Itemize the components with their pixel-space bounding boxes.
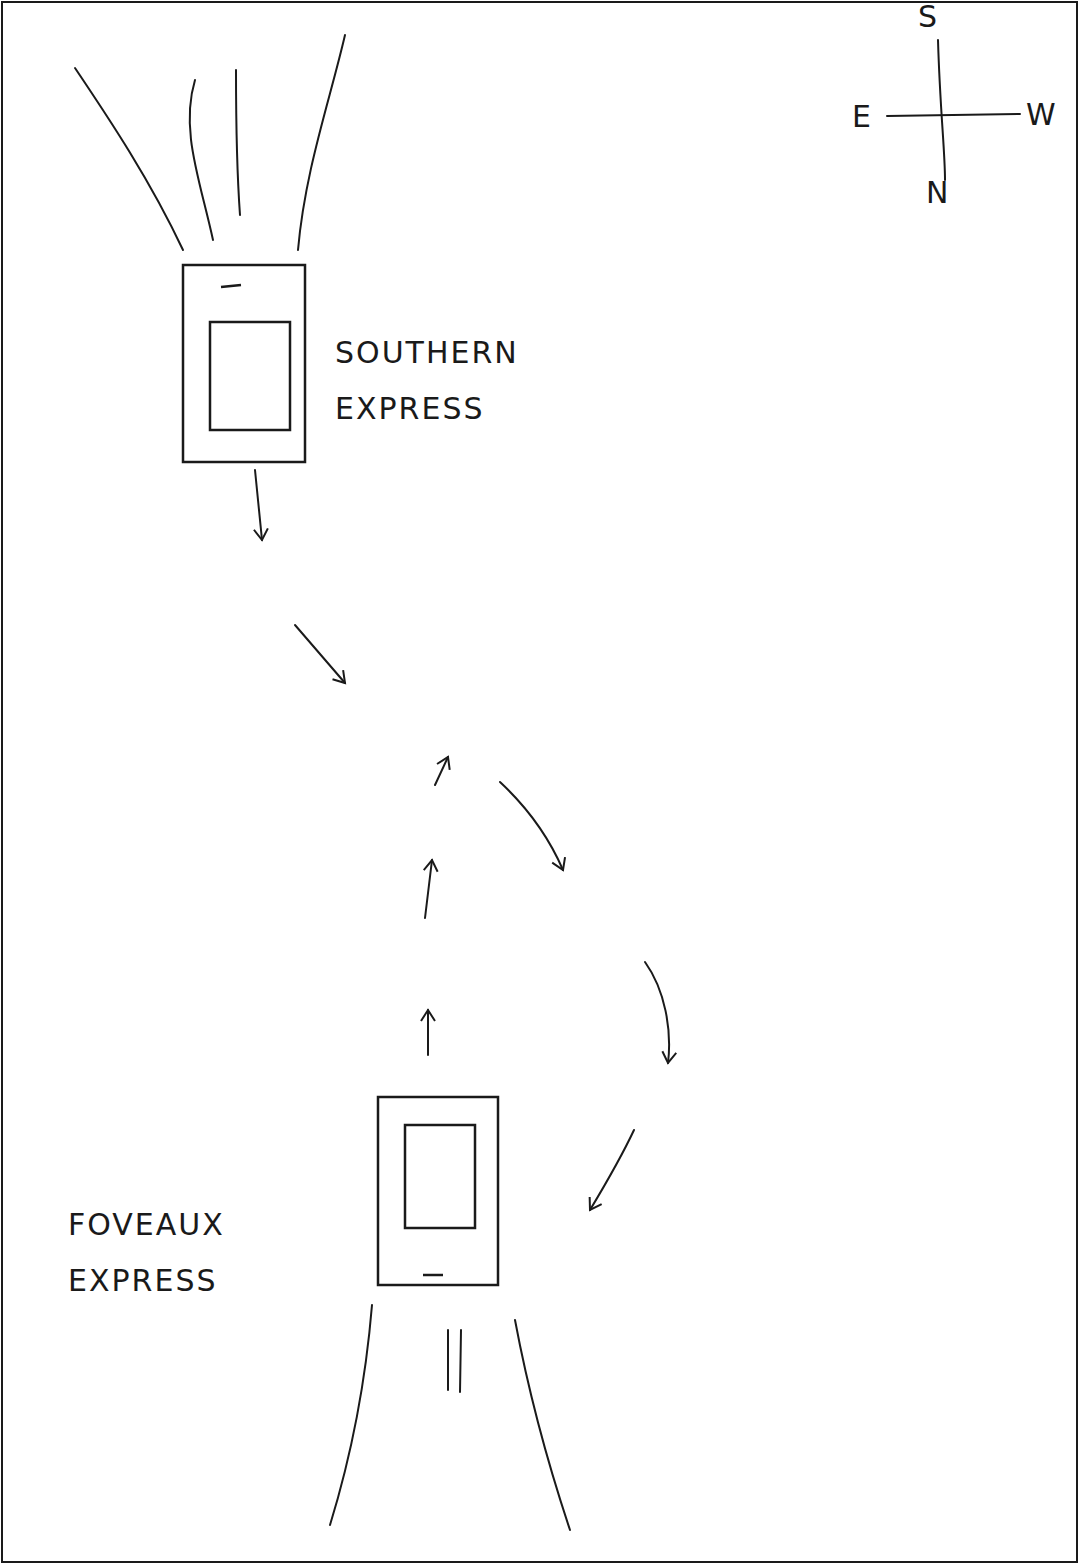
compass-letter: S xyxy=(918,2,937,32)
bow-mark xyxy=(423,1274,443,1277)
cabin-outline xyxy=(210,322,290,430)
compass-rose xyxy=(887,40,1020,180)
compass-letter: E xyxy=(852,102,871,132)
bow-mark xyxy=(221,285,241,287)
wake-lines xyxy=(75,35,570,1530)
vessel-box: SOUTHERN EXPRESS xyxy=(183,265,305,462)
vessel-box: FOVEAUX EXPRESS xyxy=(378,1097,498,1285)
compass-letter: W xyxy=(1026,100,1056,130)
vessel-name: SOUTHERN EXPRESS xyxy=(335,325,565,437)
hull-outline xyxy=(378,1097,498,1285)
vessel-name: FOVEAUX EXPRESS xyxy=(68,1197,298,1309)
track-arrows xyxy=(255,470,669,1210)
hull-outline xyxy=(183,265,305,462)
vessel-outline xyxy=(183,265,305,462)
compass-letter: N xyxy=(926,178,948,208)
cabin-outline xyxy=(405,1125,475,1228)
vessel-outline xyxy=(378,1097,498,1285)
